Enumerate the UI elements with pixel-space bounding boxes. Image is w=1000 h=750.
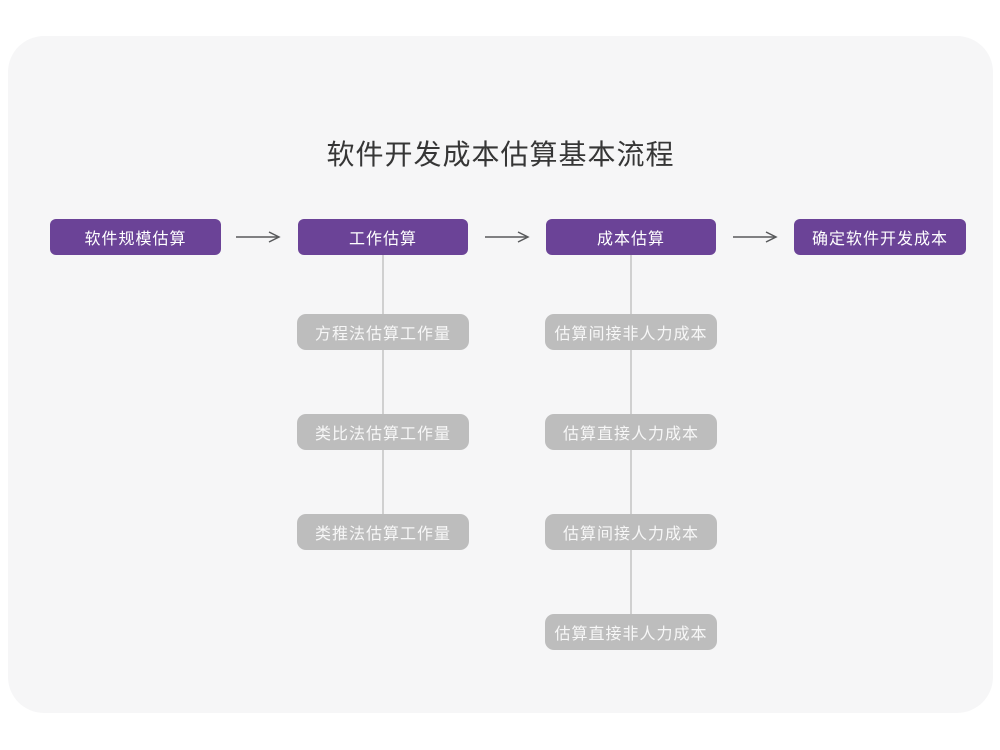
connector-line-work-estimation [382,255,384,533]
substep-direct-non-labor-cost: 估算直接非人力成本 [545,614,717,650]
arrow-right-icon [236,231,281,243]
diagram-title: 软件开发成本估算基本流程 [326,139,675,170]
substep-analogy-method-workload: 类比法估算工作量 [297,414,469,450]
flow-card: 软件开发成本估算基本流程 软件规模估算 工作估算 成本估算 确定软件开发成本 方… [8,36,993,713]
step-work-estimation: 工作估算 [298,219,468,255]
substep-direct-labor-cost: 估算直接人力成本 [545,414,717,450]
substep-indirect-non-labor-cost: 估算间接非人力成本 [545,314,717,350]
step-cost-estimation: 成本估算 [546,219,716,255]
arrow-right-icon [733,231,778,243]
step-software-scale-estimation: 软件规模估算 [50,219,221,255]
substep-indirect-labor-cost: 估算间接人力成本 [545,514,717,550]
substep-equation-method-workload: 方程法估算工作量 [297,314,469,350]
substep-extrapolation-method-workload: 类推法估算工作量 [297,514,469,550]
step-determine-development-cost: 确定软件开发成本 [794,219,966,255]
arrow-right-icon [485,231,530,243]
